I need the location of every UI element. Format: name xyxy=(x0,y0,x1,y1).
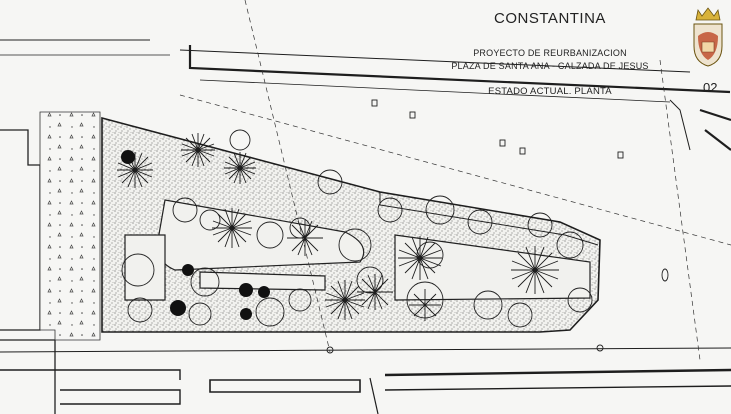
coat-of-arms-icon xyxy=(693,7,723,67)
plaza-curb xyxy=(379,192,599,246)
street-posts xyxy=(326,99,669,354)
town-name: CONSTANTINA xyxy=(494,10,606,27)
palm-symbols xyxy=(117,133,559,321)
dark-tree-marks xyxy=(121,150,270,320)
title-block: CONSTANTINA PROYECTO DE REURBANIZACION P… xyxy=(440,6,660,98)
building-outlines xyxy=(0,39,170,414)
street-blocks-bottom xyxy=(0,347,731,414)
dashed-guides xyxy=(179,0,731,361)
drawing-status: ESTADO ACTUAL. PLANTA xyxy=(488,86,612,97)
sheet-number: 02 xyxy=(703,80,718,95)
sidewalk-area xyxy=(39,111,101,341)
project-line-1: PROYECTO DE REURBANIZACION xyxy=(473,48,627,58)
street-blocks-top xyxy=(179,45,731,151)
planting-beds xyxy=(124,199,591,301)
project-title: PROYECTO DE REURBANIZACION PLAZA DE SANT… xyxy=(440,47,660,73)
project-line-2: PLAZA DE SANTA ANA - CALZADA DE JESUS xyxy=(451,61,649,71)
tree-canopies xyxy=(121,129,593,328)
